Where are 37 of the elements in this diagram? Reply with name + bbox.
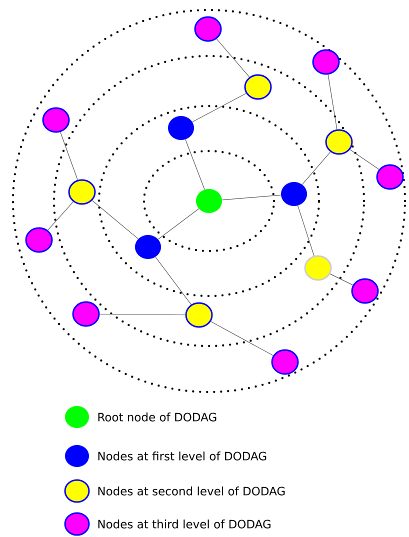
link-line [222,194,282,200]
link-line [192,93,246,122]
network-node [312,49,340,75]
legend-label: Nodes at second level of DODAG [98,486,285,496]
network-node [304,255,332,281]
legend-label: Root node of DODAG [98,412,216,422]
network-node [376,164,404,190]
network-node [244,74,272,100]
network-node [196,189,222,213]
link-line [328,74,338,130]
link-line [210,321,274,356]
link-line [158,208,200,240]
network-node [68,179,96,205]
link-line [298,205,314,256]
network-node [25,227,53,253]
link-line [99,314,186,316]
link-line [302,152,331,185]
network-node [271,349,299,375]
link-line [216,38,250,78]
link-line [48,202,74,230]
link-line [60,132,78,180]
network-node [351,278,379,304]
link-line [330,274,354,286]
network-node [42,107,70,133]
network-node [185,302,213,328]
network-node [168,116,194,140]
network-node [72,301,100,327]
legend-label: Nodes at first level of DODAG [98,452,266,460]
network-node [194,16,222,42]
network-node [135,235,161,259]
network-node [281,182,307,206]
network-node [325,129,353,155]
legend-label: Nodes at third level of DODAG [98,520,270,528]
link-line [185,139,205,190]
link-line [92,200,138,240]
link-line [350,149,380,170]
link-line [155,256,192,305]
